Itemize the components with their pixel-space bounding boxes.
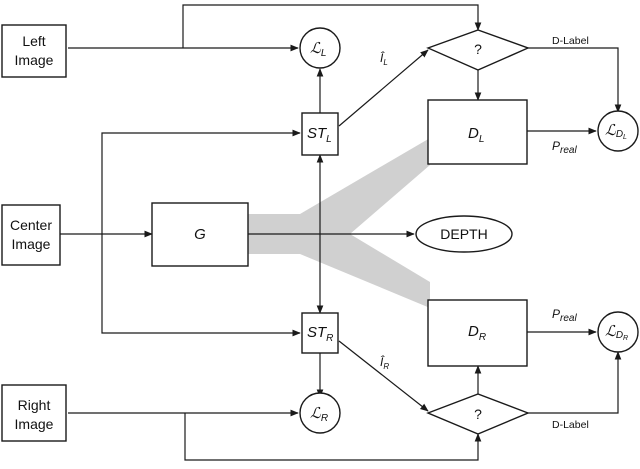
left-image-box: Left Image [1, 24, 67, 78]
i-hat-left: ÎL [380, 50, 388, 67]
wire-st-l-to-switch-top [338, 49, 429, 127]
i-hat-right: ÎR [380, 354, 389, 371]
wire-left-image-to-switch-top [182, 4, 482, 48]
loss-discriminator-right: ℒDR [597, 311, 639, 353]
st-right-label: STR [307, 324, 333, 344]
right-image-box: Right Image [1, 384, 67, 442]
loss-right-label: ℒR [310, 404, 328, 424]
loss-dr-label: ℒDR [605, 322, 628, 342]
p-real-bottom: Preal [552, 307, 577, 324]
spatial-transformer-right: STR [301, 312, 339, 354]
center-image-label-1: Center [10, 217, 52, 233]
p-real-top: Preal [552, 139, 577, 156]
generator-label: G [194, 226, 206, 243]
right-image-label-2: Image [15, 416, 54, 432]
d-label-top: D-Label [552, 35, 589, 47]
generator-box: G [151, 202, 249, 267]
loss-left-label: ℒL [310, 39, 326, 59]
right-image-label-1: Right [18, 397, 51, 413]
st-left-label: STL [307, 125, 332, 145]
wire-switch-bottom-to-loss-dr [522, 351, 622, 414]
loss-right: ℒR [299, 392, 341, 434]
center-image-box: Center Image [1, 204, 61, 266]
left-image-label-2: Image [15, 52, 54, 68]
discriminator-right: DR [427, 299, 528, 367]
d-left-label: DL [468, 125, 484, 145]
left-image-label-1: Left [22, 33, 45, 49]
switch-top-label: ? [474, 41, 482, 57]
depth-output: DEPTH [415, 215, 513, 253]
switch-bottom: ? [426, 393, 530, 435]
shared-feature-band [248, 138, 430, 308]
wire-center-image-to-st-r [101, 234, 301, 337]
switch-top: ? [426, 29, 530, 71]
loss-discriminator-left: ℒDL [597, 110, 639, 152]
loss-dl-label: ℒDL [605, 121, 627, 141]
wire-right-image-to-switch-bottom [184, 413, 482, 461]
center-image-label-2: Image [12, 236, 51, 252]
d-right-label: DR [468, 323, 486, 343]
switch-bottom-label: ? [474, 406, 482, 422]
spatial-transformer-left: STL [301, 112, 339, 156]
discriminator-left: DL [427, 99, 528, 165]
wire-switch-top-to-loss-dl [522, 47, 622, 113]
loss-left: ℒL [299, 27, 341, 69]
depth-label: DEPTH [440, 226, 487, 242]
d-label-bottom: D-Label [552, 419, 589, 431]
wire-center-image-to-st-l [101, 129, 301, 234]
wire-st-r-to-switch-bottom [338, 340, 429, 412]
